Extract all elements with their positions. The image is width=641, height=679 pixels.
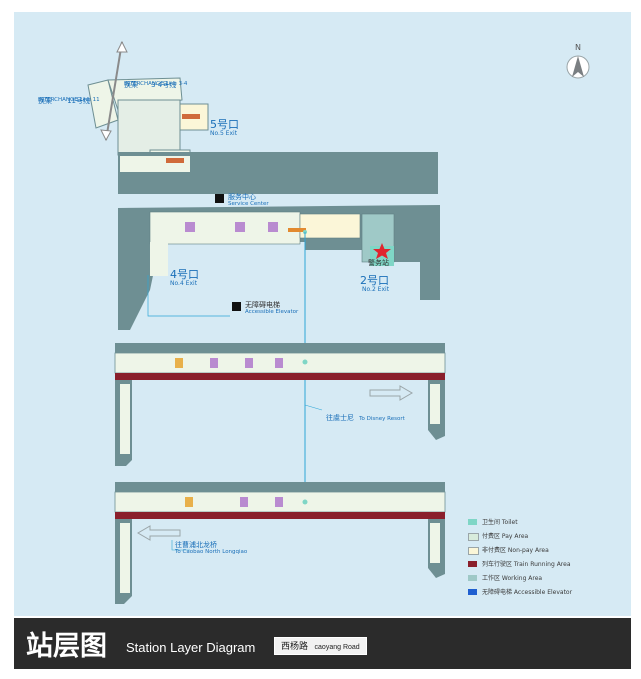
footer-bar: 站层图 Station Layer Diagram 西杨路 caoyang Ro… (14, 618, 631, 669)
lower-direction-cn: 往曹浦北龙桥 (175, 541, 217, 549)
service-center-icon (215, 194, 224, 203)
station-name-cn: 西杨路 (281, 641, 309, 651)
level-3-bench-1 (175, 358, 183, 368)
level-4-bench-1 (185, 497, 193, 507)
level-4-track (115, 512, 445, 519)
level-2-nonpay-area (299, 213, 361, 239)
legend-label-train-area: 列车行驶区 Train Running Area (482, 561, 571, 568)
legend-swatch-nonpay-area (468, 547, 479, 555)
level-3-stair-1 (210, 358, 218, 368)
legend-label-nonpay-area: 非付费区 Non-pay Area (482, 547, 549, 554)
level-4-elevator-dot (302, 499, 308, 505)
transfer-line11-en: INTERCHANGE Line 11 (38, 97, 100, 103)
station-name-badge: 西杨路 caoyang Road (274, 637, 367, 655)
legend-swatch-working-area (468, 575, 477, 581)
level-3-right-passage (430, 384, 440, 424)
legend-swatch-toilet (468, 519, 477, 525)
legend-swatch-pay-area (468, 533, 479, 541)
transfer-line34-num: 3·4号线 (151, 81, 177, 89)
transfer-line34-cn: 换乘 (124, 81, 138, 89)
level-4-callout-line (171, 540, 190, 551)
level-3-stair-2 (245, 358, 253, 368)
compass-label: N (575, 43, 581, 52)
exit5-stair (182, 114, 200, 119)
ticket-gate-3 (268, 222, 278, 232)
level-3-platform (114, 343, 446, 466)
service-center-label-en: Service Center (228, 201, 269, 207)
police-station-label: 警务站 (368, 259, 389, 267)
accessible-elevator-label-en: Accessible Elevator (245, 309, 299, 315)
exit4-label: 4号口 (170, 268, 199, 281)
transfer-arrow-up-icon (116, 40, 128, 53)
exit2-label-en: No.2 Exit (362, 286, 390, 293)
legend-swatch-accessible-elevator (468, 589, 477, 595)
legend-label-pay-area: 付费区 Pay Area (482, 533, 529, 540)
police-star-icon (373, 243, 391, 259)
mezzanine-block (117, 99, 181, 156)
level-3-direction-arrow-icon (369, 385, 413, 401)
transfer-line34-en: INTERCHANGE Line 3·4 (124, 81, 188, 87)
level-4-right-passage (430, 523, 440, 563)
transfer-line11-label: 换乘 11号线 (38, 88, 90, 107)
exit5-label-en: No.5 Exit (210, 130, 238, 137)
ticket-gate-1 (185, 222, 195, 232)
level-4-platform (114, 482, 446, 604)
service-center-label: 服务中心 (228, 193, 256, 201)
accessible-elevator-label: 无障碍电梯 (245, 301, 280, 309)
level-3-stair-3 (275, 358, 283, 368)
legend-swatch-train-area (468, 561, 477, 567)
level-3-callout-line (304, 404, 323, 411)
upper-direction-cn: 往虞士尼 (326, 414, 354, 422)
transfer-line11-num: 11号线 (67, 97, 91, 105)
footer-title-en: Station Layer Diagram (126, 640, 256, 655)
legend-label-accessible-elevator: 无障碍电梯 Accessible Elevator (482, 589, 573, 596)
level-4-left-passage (120, 523, 130, 593)
lower-direction-en: To Caobao North Longqiao (175, 549, 248, 555)
transfer-line34-label: 换乘 3·4号线 (124, 72, 176, 91)
exit5-label: 5号口 (210, 118, 239, 131)
transfer-line11-cn: 换乘 (38, 97, 52, 105)
compass-needle (572, 56, 584, 77)
legend-label-working-area: 工作区 Working Area (482, 575, 543, 582)
exit4-label-en: No.4 Exit (170, 280, 198, 287)
level-3-top-slab (115, 343, 445, 353)
level-3-elevator-dot (302, 359, 308, 365)
level-4-top-slab (115, 482, 445, 492)
level-1-concourse (87, 40, 438, 194)
ticket-gate-2 (235, 222, 245, 232)
level-3-track (115, 373, 445, 380)
transfer-arrow-down-icon (100, 129, 112, 142)
legend-label-toilet: 卫生间 Toilet (482, 519, 518, 526)
exit4-passage (150, 242, 168, 276)
level-3-left-passage (120, 384, 130, 454)
footer-title-cn: 站层图 (26, 631, 107, 662)
station-name-en: caoyang Road (314, 644, 360, 651)
compass-icon: N (566, 43, 590, 79)
level-4-stair-1 (240, 497, 248, 507)
level-2-stair (288, 228, 306, 232)
level-2-concourse (118, 205, 440, 330)
transfer-arrow-shaft (105, 41, 123, 141)
level-4-stair-2 (275, 497, 283, 507)
elevator-callout-line (147, 275, 230, 317)
accessible-elevator-icon (232, 302, 241, 311)
level-4-direction-arrow-icon (137, 525, 181, 541)
upper-direction-en: To Disney Resort (359, 416, 405, 422)
upper-direction-label: 往虞士尼 To Disney Resort (326, 405, 405, 424)
exit2-label: 2号口 (360, 274, 389, 287)
level-1-stair (166, 158, 184, 163)
